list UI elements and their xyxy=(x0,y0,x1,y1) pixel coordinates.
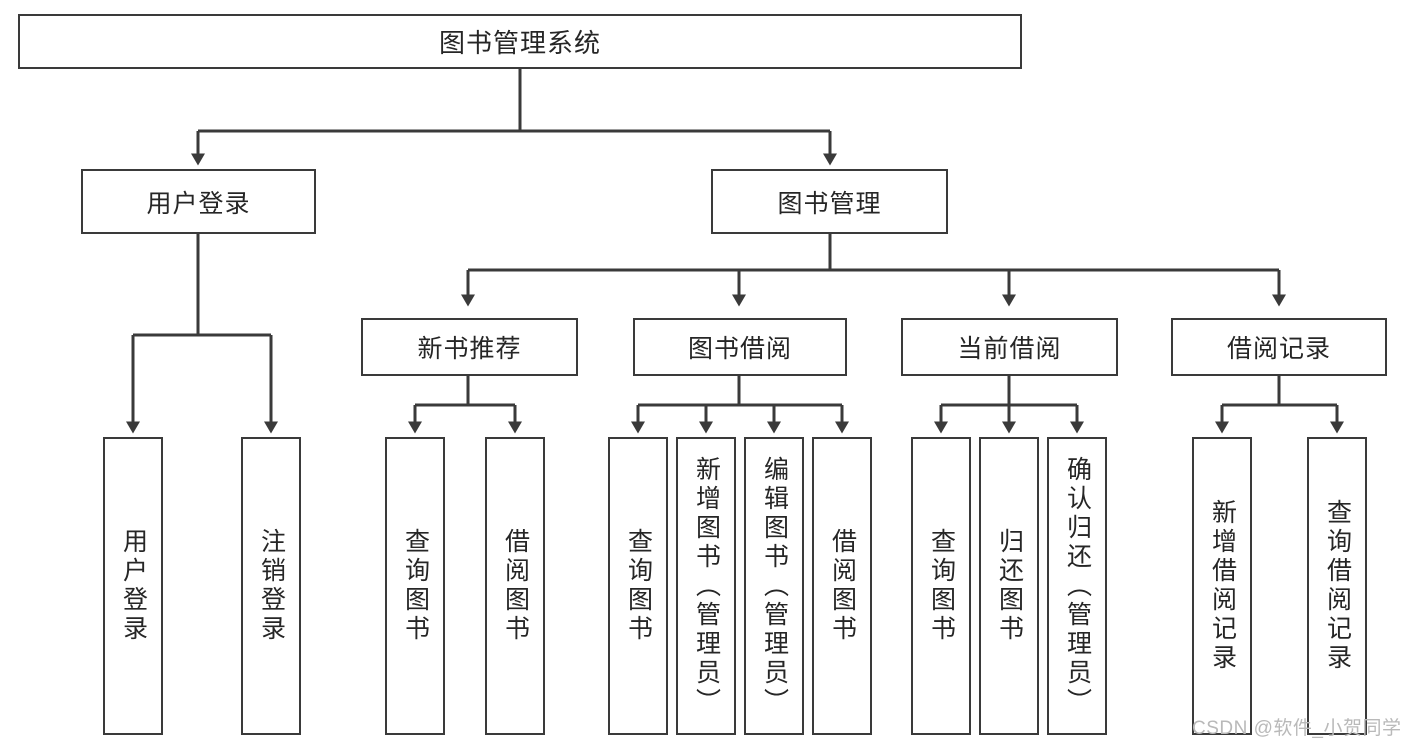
node-label: 确认归还（管理员） xyxy=(1063,455,1092,717)
node-label: 归还图书 xyxy=(995,528,1024,644)
node-borrow-record[interactable]: 借阅记录 xyxy=(1171,318,1387,376)
node-new-book-recommend[interactable]: 新书推荐 xyxy=(361,318,578,376)
node-label: 查询图书 xyxy=(624,528,653,644)
leaf-query-book-borrow[interactable]: 查询图书 xyxy=(608,437,668,735)
node-book-manage[interactable]: 图书管理 xyxy=(711,169,948,234)
node-current-borrow[interactable]: 当前借阅 xyxy=(901,318,1118,376)
leaf-return-book[interactable]: 归还图书 xyxy=(979,437,1039,735)
node-label: 新书推荐 xyxy=(417,335,522,363)
leaf-add-book[interactable]: 新增图书（管理员） xyxy=(676,437,736,735)
node-label: 用户登录 xyxy=(146,189,251,218)
leaf-add-borrow-record[interactable]: 新增借阅记录 xyxy=(1192,437,1252,735)
leaf-query-book-recommend[interactable]: 查询图书 xyxy=(385,437,445,735)
node-label: 借阅记录 xyxy=(1226,335,1331,363)
node-label: 新增借阅记录 xyxy=(1208,499,1237,673)
node-book-borrow[interactable]: 图书借阅 xyxy=(633,318,847,376)
leaf-borrow-book-recommend[interactable]: 借阅图书 xyxy=(485,437,545,735)
leaf-query-borrow-record[interactable]: 查询借阅记录 xyxy=(1307,437,1367,735)
csdn-watermark: CSDN @软件_小贺同学 xyxy=(1192,718,1402,739)
node-label: 图书借阅 xyxy=(687,335,792,363)
node-label: 借阅图书 xyxy=(828,528,857,644)
node-label: 查询图书 xyxy=(927,528,956,644)
node-label: 查询借阅记录 xyxy=(1323,499,1352,673)
leaf-user-login[interactable]: 用户登录 xyxy=(103,437,163,735)
node-label: 新增图书（管理员） xyxy=(692,455,721,717)
leaf-borrow-book[interactable]: 借阅图书 xyxy=(812,437,872,735)
node-label: 借阅图书 xyxy=(501,528,530,644)
node-user-login[interactable]: 用户登录 xyxy=(81,169,316,234)
node-label: 当前借阅 xyxy=(957,335,1062,363)
leaf-logout-login[interactable]: 注销登录 xyxy=(241,437,301,735)
node-label: 图书管理系统 xyxy=(438,28,601,58)
node-root-system[interactable]: 图书管理系统 xyxy=(18,14,1022,69)
leaf-confirm-return[interactable]: 确认归还（管理员） xyxy=(1047,437,1107,735)
node-label: 用户登录 xyxy=(119,528,148,644)
leaf-query-book-current[interactable]: 查询图书 xyxy=(911,437,971,735)
node-label: 图书管理 xyxy=(777,189,882,218)
node-label: 编辑图书（管理员） xyxy=(760,455,789,717)
node-label: 注销登录 xyxy=(257,528,286,644)
node-label: 查询图书 xyxy=(401,528,430,644)
leaf-edit-book[interactable]: 编辑图书（管理员） xyxy=(744,437,804,735)
